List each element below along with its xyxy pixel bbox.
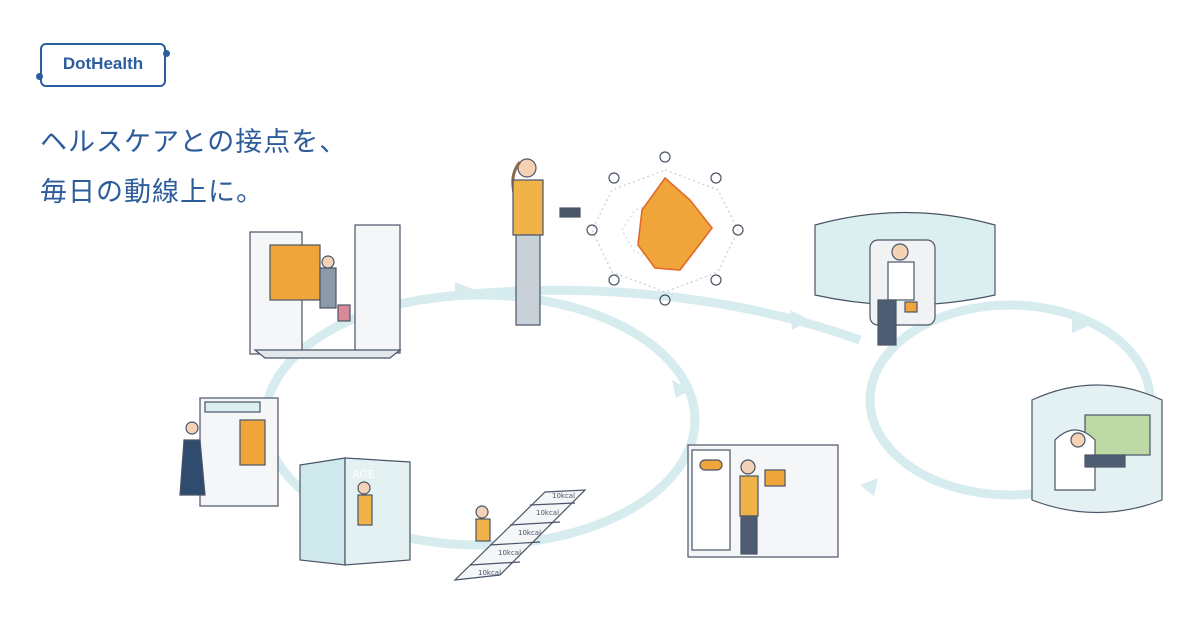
gate-floor xyxy=(253,349,402,359)
vending-sign xyxy=(204,401,261,413)
phone-icon xyxy=(559,207,581,218)
arrow-icon xyxy=(860,478,878,496)
muscle-icon xyxy=(608,274,620,286)
logo-text: DotHealth xyxy=(62,54,144,73)
stair-label: 10kcal xyxy=(478,569,501,577)
loop-arrows xyxy=(330,282,1090,530)
stair-step xyxy=(469,561,521,566)
logo-dot xyxy=(163,50,170,57)
person-legs xyxy=(1084,454,1126,468)
stair-label: 10kcal xyxy=(498,549,521,557)
shoe-icon xyxy=(659,294,671,306)
armrest-device xyxy=(904,301,918,313)
gate-scene xyxy=(249,224,402,359)
person xyxy=(321,255,335,269)
age-panel-scene: AGE xyxy=(299,457,411,566)
stair-label: 10kcal xyxy=(552,492,575,500)
brain-icon xyxy=(659,151,671,163)
headline-line-2: 毎日の動線上に。 xyxy=(40,177,264,208)
person-head xyxy=(475,505,489,519)
arrow-icon xyxy=(455,282,475,300)
vending-scene xyxy=(179,397,279,507)
staircase xyxy=(453,489,587,581)
jacket xyxy=(512,179,544,236)
gate-right xyxy=(354,224,401,354)
vending-screen xyxy=(239,419,266,466)
person-head xyxy=(185,421,199,435)
radar-grid xyxy=(621,199,709,263)
pants xyxy=(515,234,541,326)
vending-machine xyxy=(199,397,279,507)
arrow-icon xyxy=(1072,315,1090,333)
locker-scene xyxy=(687,444,839,558)
fire-icon xyxy=(732,224,744,236)
person-dress xyxy=(179,439,206,496)
logo-frame xyxy=(40,43,166,87)
person-body xyxy=(357,494,373,526)
radar-scene xyxy=(511,151,744,326)
arrow-icon xyxy=(672,380,690,398)
person-body xyxy=(739,475,759,517)
stair-step xyxy=(489,541,541,546)
person-head xyxy=(891,243,909,261)
person-legs xyxy=(877,299,897,346)
panel-left xyxy=(299,457,346,566)
person-head xyxy=(517,158,537,178)
person-body xyxy=(319,267,337,309)
person-body xyxy=(475,518,491,542)
age-label: AGE xyxy=(352,468,375,481)
headline: ヘルスケアとの接点を、 毎日の動線上に。 xyxy=(40,118,347,218)
person-head xyxy=(357,481,371,495)
logo-dot xyxy=(36,73,43,80)
stair-label: 10kcal xyxy=(518,529,541,537)
eye-icon xyxy=(608,172,620,184)
chair-scene xyxy=(814,211,996,346)
headline-line-1: ヘルスケアとの接点を、 xyxy=(40,127,348,158)
dothealth-logo[interactable]: DotHealth xyxy=(36,43,170,87)
pod-scene xyxy=(1031,384,1163,514)
radar-grid xyxy=(591,169,739,293)
radar-area xyxy=(637,176,714,271)
person-legs xyxy=(740,515,758,555)
arrow-icon xyxy=(790,310,810,330)
person-head xyxy=(740,459,756,475)
locker-screen xyxy=(764,469,786,487)
stair-label: 10kcal xyxy=(536,509,559,517)
stomach-icon xyxy=(586,224,598,236)
person-body xyxy=(887,261,915,301)
pod-chair xyxy=(1054,429,1096,491)
stairs-scene: 10kcal 10kcal 10kcal 10kcal 10kcal xyxy=(453,489,587,581)
stair-step xyxy=(509,521,561,526)
person-head xyxy=(1070,432,1086,448)
head-icon xyxy=(710,172,722,184)
run-icon xyxy=(710,274,722,286)
pill-icon xyxy=(699,459,723,471)
bag-icon xyxy=(337,304,351,322)
gate-screen xyxy=(269,244,321,301)
stair-step xyxy=(529,502,576,506)
